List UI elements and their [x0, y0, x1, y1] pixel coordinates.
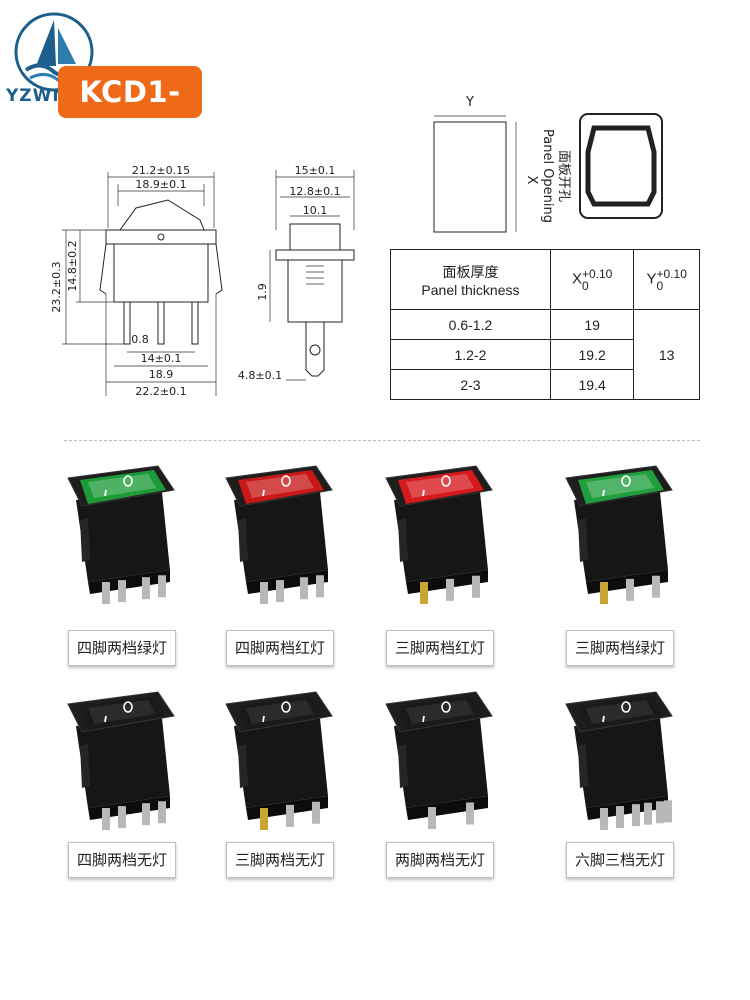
- product-card[interactable]: [216, 676, 344, 849]
- side-top-mid-dim: 12.8±0.1: [289, 185, 340, 198]
- product-label: 六脚三档无灯: [566, 842, 674, 878]
- product-card[interactable]: [376, 450, 504, 623]
- product-label: 四脚两档红灯: [226, 630, 334, 666]
- table-row-x: 19: [549, 309, 635, 340]
- opening-x-label: X: [524, 176, 539, 185]
- product-label: 两脚两档无灯: [386, 842, 494, 878]
- switch-image: [385, 465, 493, 604]
- table-row-thickness: 2-3: [390, 369, 551, 400]
- front-pin-width-dim: 0.8: [131, 333, 149, 346]
- product-card[interactable]: [58, 450, 186, 623]
- side-pin-offset-dim: 4.8±0.1: [238, 369, 282, 382]
- product-card[interactable]: [216, 450, 344, 623]
- table-header-en: Panel thickness: [421, 281, 520, 298]
- side-view-drawing: 15±0.1 12.8±0.1 10.1 1.9 4.8±0.1: [238, 164, 355, 382]
- product-card[interactable]: [556, 676, 684, 849]
- product-label: 四脚两档无灯: [68, 842, 176, 878]
- product-label: 三脚两档红灯: [386, 630, 494, 666]
- product-card[interactable]: [376, 676, 504, 849]
- front-height-total-dim: 23.2±0.3: [50, 261, 63, 312]
- switch-image: [385, 691, 493, 830]
- product-label: 四脚两档绿灯: [68, 630, 176, 666]
- table-y-value: 13: [633, 309, 700, 400]
- switch-image: [565, 691, 673, 830]
- table-row-x: 19.4: [549, 369, 635, 400]
- front-bottom-outer-dim: 22.2±0.1: [135, 385, 186, 398]
- table-row-x: 19.2: [549, 339, 635, 370]
- table-row-thickness: 0.6-1.2: [390, 309, 551, 340]
- product-card[interactable]: [58, 676, 186, 849]
- switch-image: [225, 465, 333, 604]
- table-header-thickness: 面板厚度 Panel thickness: [390, 249, 551, 310]
- front-top-inner-dim: 18.9±0.1: [135, 178, 186, 191]
- opening-en-label: Panel Opening: [540, 129, 555, 223]
- side-top-outer-dim: 15±0.1: [295, 164, 336, 177]
- side-top-inner-dim: 10.1: [303, 204, 328, 217]
- switch-image: [67, 691, 175, 830]
- opening-cn-label: 面板开孔: [556, 150, 571, 202]
- section-divider: [64, 440, 700, 441]
- table-row-thickness: 1.2-2: [390, 339, 551, 370]
- front-view-drawing: 21.2±0.15 18.9±0.1 23.2±0.3 14.8±0.2 0.8…: [50, 164, 223, 398]
- opening-y-label: Y: [465, 95, 474, 110]
- model-badge: KCD1-101: [58, 66, 202, 161]
- product-label: 三脚两档绿灯: [566, 630, 674, 666]
- panel-opening-drawing: Y X Panel Opening 面板开孔: [433, 95, 663, 233]
- front-pin-span-dim: 14±0.1: [141, 352, 182, 365]
- side-left-height-dim: 1.9: [256, 283, 269, 301]
- front-top-outer-dim: 21.2±0.15: [132, 164, 190, 177]
- switch-image: [565, 465, 673, 604]
- switch-image: [225, 691, 333, 830]
- product-card[interactable]: [556, 450, 684, 623]
- table-header-cn: 面板厚度: [442, 263, 499, 280]
- front-height-body-dim: 14.8±0.2: [66, 240, 79, 291]
- product-label: 三脚两档无灯: [226, 842, 334, 878]
- switch-image: [67, 465, 175, 604]
- front-bottom-inner-dim: 18.9: [149, 368, 174, 381]
- logo-text: YZWM: [6, 86, 71, 106]
